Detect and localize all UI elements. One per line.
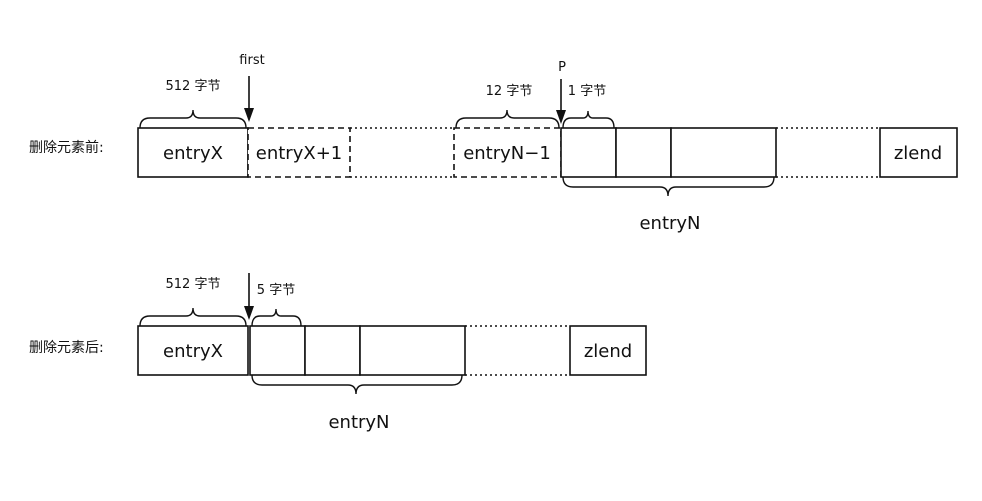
after-pointer-arrowhead [244, 306, 254, 320]
before-entryN-content-cell [670, 127, 777, 178]
after-size-5-label: 5 字节 [257, 283, 295, 298]
after-row: 删除元素后: entryX zlend 512 字节 5 字节 entryN [29, 273, 647, 433]
after-row-label: 删除元素后: [29, 340, 104, 356]
after-size-512-label: 512 字节 [166, 277, 221, 292]
before-size-1-label: 1 字节 [568, 84, 606, 99]
before-zlend-box [879, 127, 958, 178]
after-brace-5 [251, 308, 302, 327]
after-zlend-box [569, 325, 647, 376]
first-pointer-arrowhead [244, 108, 254, 122]
after-entryX-box [137, 325, 249, 376]
after-entryN-content-cell [359, 325, 466, 376]
before-zlend-label: zlend [894, 143, 942, 164]
before-entryX-box [137, 127, 249, 178]
after-entryN-encoding-cell [304, 325, 361, 376]
before-entryX1-label: entryX+1 [256, 143, 342, 164]
first-pointer-label: first [239, 53, 264, 68]
before-size-512-label: 512 字节 [166, 79, 221, 94]
after-entryN-label: entryN [328, 412, 389, 433]
before-entryX1-box [247, 127, 351, 178]
before-entryX-label: entryX [163, 143, 223, 164]
after-entryN-prevlen-cell [249, 325, 306, 376]
p-pointer-label: P [558, 60, 566, 75]
before-entryN-label: entryN [639, 213, 700, 234]
p-pointer-arrowhead [556, 110, 566, 124]
before-brace-512 [139, 109, 247, 129]
after-brace-512 [139, 307, 247, 327]
before-entryN-encoding-cell [615, 127, 672, 178]
before-brace-12 [455, 109, 560, 129]
before-entryN-1-label: entryN−1 [463, 143, 551, 164]
before-row-label: 删除元素前: [29, 139, 104, 156]
before-entryN-prevlen-cell [560, 127, 617, 178]
after-entryX-label: entryX [163, 341, 223, 362]
after-zlend-label: zlend [584, 341, 632, 362]
after-brace-entryN [251, 374, 463, 395]
before-size-12-label: 12 字节 [486, 84, 533, 99]
before-brace-1 [562, 110, 615, 129]
before-brace-entryN [562, 176, 775, 197]
before-row: 删除元素前: entryX entryX+1 entryN−1 zlend 51… [29, 53, 958, 234]
